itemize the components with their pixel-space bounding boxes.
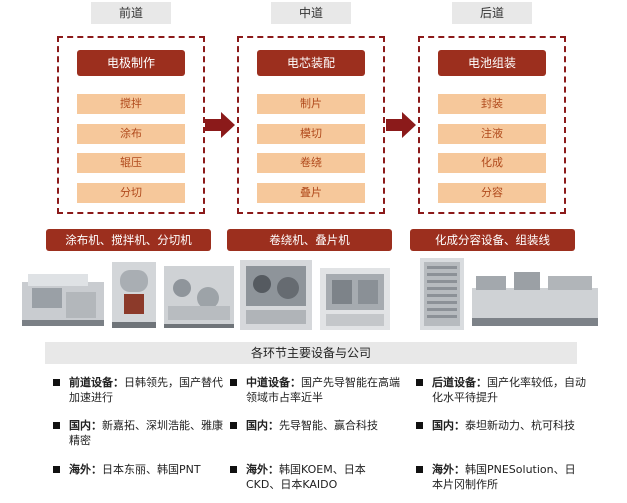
note-label: 前道设备： <box>69 376 124 389</box>
bullet-square-icon <box>53 422 60 429</box>
process-step: 制片 <box>257 94 365 114</box>
stage-tag-front: 前道 <box>91 2 171 24</box>
note-item: 中道设备：国产先导智能在高端领域市占率近半 <box>230 375 400 405</box>
front-equipment-image <box>22 262 234 328</box>
note-text: 新嘉拓、深圳浩能、雅康精密 <box>69 419 223 447</box>
equipment-bar-front: 涂布机、搅拌机、分切机 <box>46 229 211 251</box>
note-text: 韩国PNESolution、日本片冈制作所 <box>432 463 576 491</box>
note-label: 后道设备： <box>432 376 487 389</box>
note-text: 国产化率较低，自动化水平待提升 <box>432 376 586 404</box>
process-step: 卷绕 <box>257 153 365 173</box>
note-label: 海外： <box>432 463 465 476</box>
process-step: 化成 <box>438 153 546 173</box>
stage-box-back: 电池组装 封装 注液 化成 分容 <box>418 36 566 214</box>
note-text: 国产先导智能在高端领域市占率近半 <box>246 376 400 404</box>
process-step: 封装 <box>438 94 546 114</box>
equipment-bar-back: 化成分容设备、组装线 <box>410 229 575 251</box>
note-text: 泰坦新动力、杭可科技 <box>465 419 575 432</box>
bullet-square-icon <box>53 379 60 386</box>
process-step: 注液 <box>438 124 546 144</box>
section-title: 各环节主要设备与公司 <box>45 342 577 364</box>
note-text: 日韩领先，国产替代加速进行 <box>69 376 223 404</box>
stage-tag-middle: 中道 <box>271 2 351 24</box>
note-item: 前道设备：日韩领先，国产替代加速进行 <box>53 375 223 405</box>
process-step: 辊压 <box>77 153 185 173</box>
bullet-square-icon <box>416 422 423 429</box>
note-item: 后道设备：国产化率较低，自动化水平待提升 <box>416 375 586 405</box>
note-text: 韩国KOEM、日本CKD、日本KAIDO <box>246 463 366 491</box>
process-step: 模切 <box>257 124 365 144</box>
note-item: 海外：韩国PNESolution、日本片冈制作所 <box>416 462 586 492</box>
note-item: 国内：先导智能、赢合科技 <box>230 418 400 433</box>
middle-equipment-image <box>240 260 390 330</box>
process-step: 叠片 <box>257 183 365 203</box>
stage-title: 电极制作 <box>77 50 185 76</box>
note-text: 日本东丽、韩国PNT <box>102 463 201 476</box>
flow-arrow-icon <box>386 112 416 138</box>
bullet-square-icon <box>416 466 423 473</box>
back-equipment-image <box>420 258 598 330</box>
note-text: 先导智能、赢合科技 <box>279 419 378 432</box>
bullet-square-icon <box>230 422 237 429</box>
note-label: 中道设备： <box>246 376 301 389</box>
process-step: 分切 <box>77 183 185 203</box>
note-label: 海外： <box>246 463 279 476</box>
note-label: 国内： <box>69 419 102 432</box>
note-item: 国内：泰坦新动力、杭可科技 <box>416 418 586 433</box>
bullet-square-icon <box>416 379 423 386</box>
process-step: 涂布 <box>77 124 185 144</box>
note-item: 海外：日本东丽、韩国PNT <box>53 462 223 477</box>
note-label: 国内： <box>246 419 279 432</box>
equipment-bar-middle: 卷绕机、叠片机 <box>227 229 392 251</box>
note-label: 海外： <box>69 463 102 476</box>
process-step: 分容 <box>438 183 546 203</box>
stage-box-front: 电极制作 搅拌 涂布 辊压 分切 <box>57 36 205 214</box>
note-label: 国内： <box>432 419 465 432</box>
process-step: 搅拌 <box>77 94 185 114</box>
stage-tag-back: 后道 <box>452 2 532 24</box>
bullet-square-icon <box>230 466 237 473</box>
note-item: 海外：韩国KOEM、日本CKD、日本KAIDO <box>230 462 400 492</box>
bullet-square-icon <box>230 379 237 386</box>
stage-box-middle: 电芯装配 制片 模切 卷绕 叠片 <box>237 36 385 214</box>
stage-title: 电池组装 <box>438 50 546 76</box>
note-item: 国内：新嘉拓、深圳浩能、雅康精密 <box>53 418 223 448</box>
stage-title: 电芯装配 <box>257 50 365 76</box>
bullet-square-icon <box>53 466 60 473</box>
flow-arrow-icon <box>205 112 235 138</box>
